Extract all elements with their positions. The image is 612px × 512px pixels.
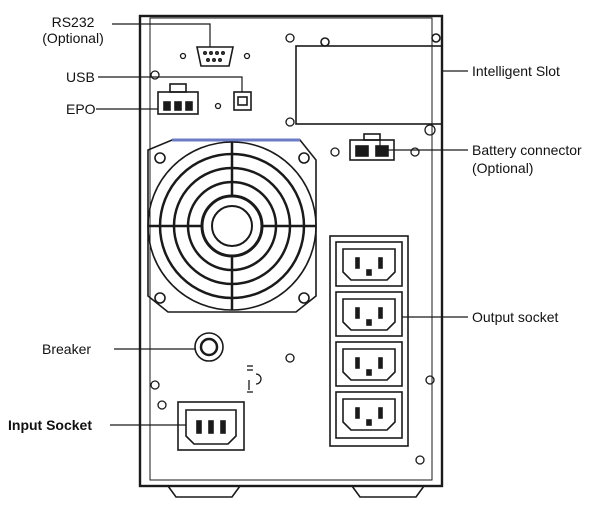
rs232-port-icon — [197, 47, 233, 66]
battery-connector-title: Battery connector — [472, 142, 582, 158]
screw-icon — [426, 376, 434, 384]
rs232-title: RS232 — [28, 14, 118, 30]
screw-icon — [286, 34, 294, 42]
rs232-leader — [112, 24, 210, 47]
output-socket-icon — [336, 392, 402, 438]
output-sockets — [330, 236, 408, 446]
breaker-label: Breaker — [42, 341, 91, 357]
screw-icon — [425, 125, 435, 135]
screw-icon — [411, 148, 419, 156]
input-socket-label: Input Socket — [8, 417, 92, 433]
screw-icon — [286, 354, 294, 362]
rs232-label: RS232 (Optional) — [28, 14, 118, 46]
fan-grille-icon — [148, 140, 316, 312]
screw-icon — [181, 54, 186, 59]
output-socket-icon — [336, 242, 402, 286]
battery-connector-note: (Optional) — [472, 160, 582, 176]
screw-icon — [331, 148, 339, 156]
screw-icon — [216, 104, 221, 109]
screw-icon — [245, 54, 250, 59]
output-socket-label: Output socket — [472, 309, 558, 325]
rs232-note: (Optional) — [28, 30, 118, 46]
intelligent-slot-icon — [296, 34, 442, 124]
epo-label: EPO — [66, 101, 96, 117]
screw-icon — [158, 401, 166, 409]
output-socket-icon — [336, 292, 402, 336]
output-socket-icon — [336, 342, 402, 386]
intelligent-slot-label: Intelligent Slot — [472, 63, 560, 79]
screw-icon — [151, 381, 159, 389]
input-socket-icon — [178, 402, 244, 450]
epo-connector-icon — [158, 84, 198, 114]
leader-lines — [96, 24, 468, 425]
screw-icon — [286, 118, 294, 126]
screw-icon — [416, 456, 424, 464]
usb-port-icon — [234, 92, 251, 110]
usb-label: USB — [66, 69, 95, 85]
battery-connector-icon — [350, 134, 394, 160]
ground-symbol-icon — [247, 366, 261, 392]
breaker-icon — [195, 333, 223, 361]
screw-icon — [151, 71, 159, 79]
battery-connector-label: Battery connector (Optional) — [472, 142, 582, 176]
